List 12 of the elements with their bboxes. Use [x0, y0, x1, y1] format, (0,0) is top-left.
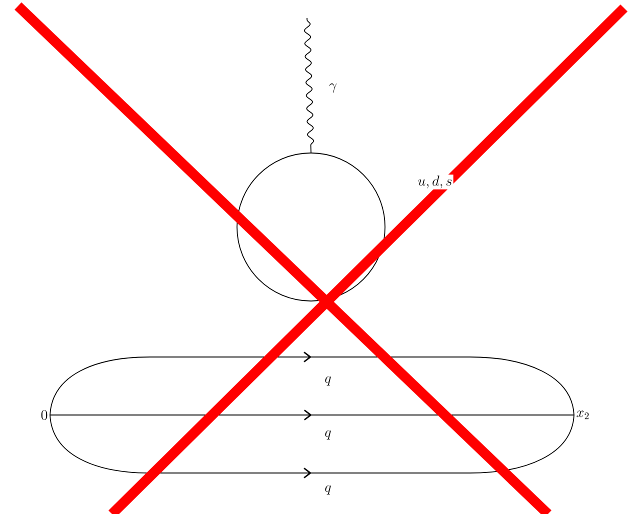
edge-label: $\gamma$ [329, 83, 337, 93]
quark-line [50, 352, 574, 416]
quark-line [50, 410, 574, 420]
edge-label: $q$ [325, 485, 331, 494]
vertex-label: $x_2$ [576, 410, 589, 420]
edge-label: $q$ [325, 376, 331, 386]
edge-label: $q$ [325, 430, 331, 440]
photon-line [304, 18, 314, 153]
beside-label: $u,d,s$ [416, 174, 454, 190]
vertex-label: $0$ [41, 410, 48, 420]
quark-line [50, 414, 574, 478]
loop-circle [236, 152, 386, 302]
